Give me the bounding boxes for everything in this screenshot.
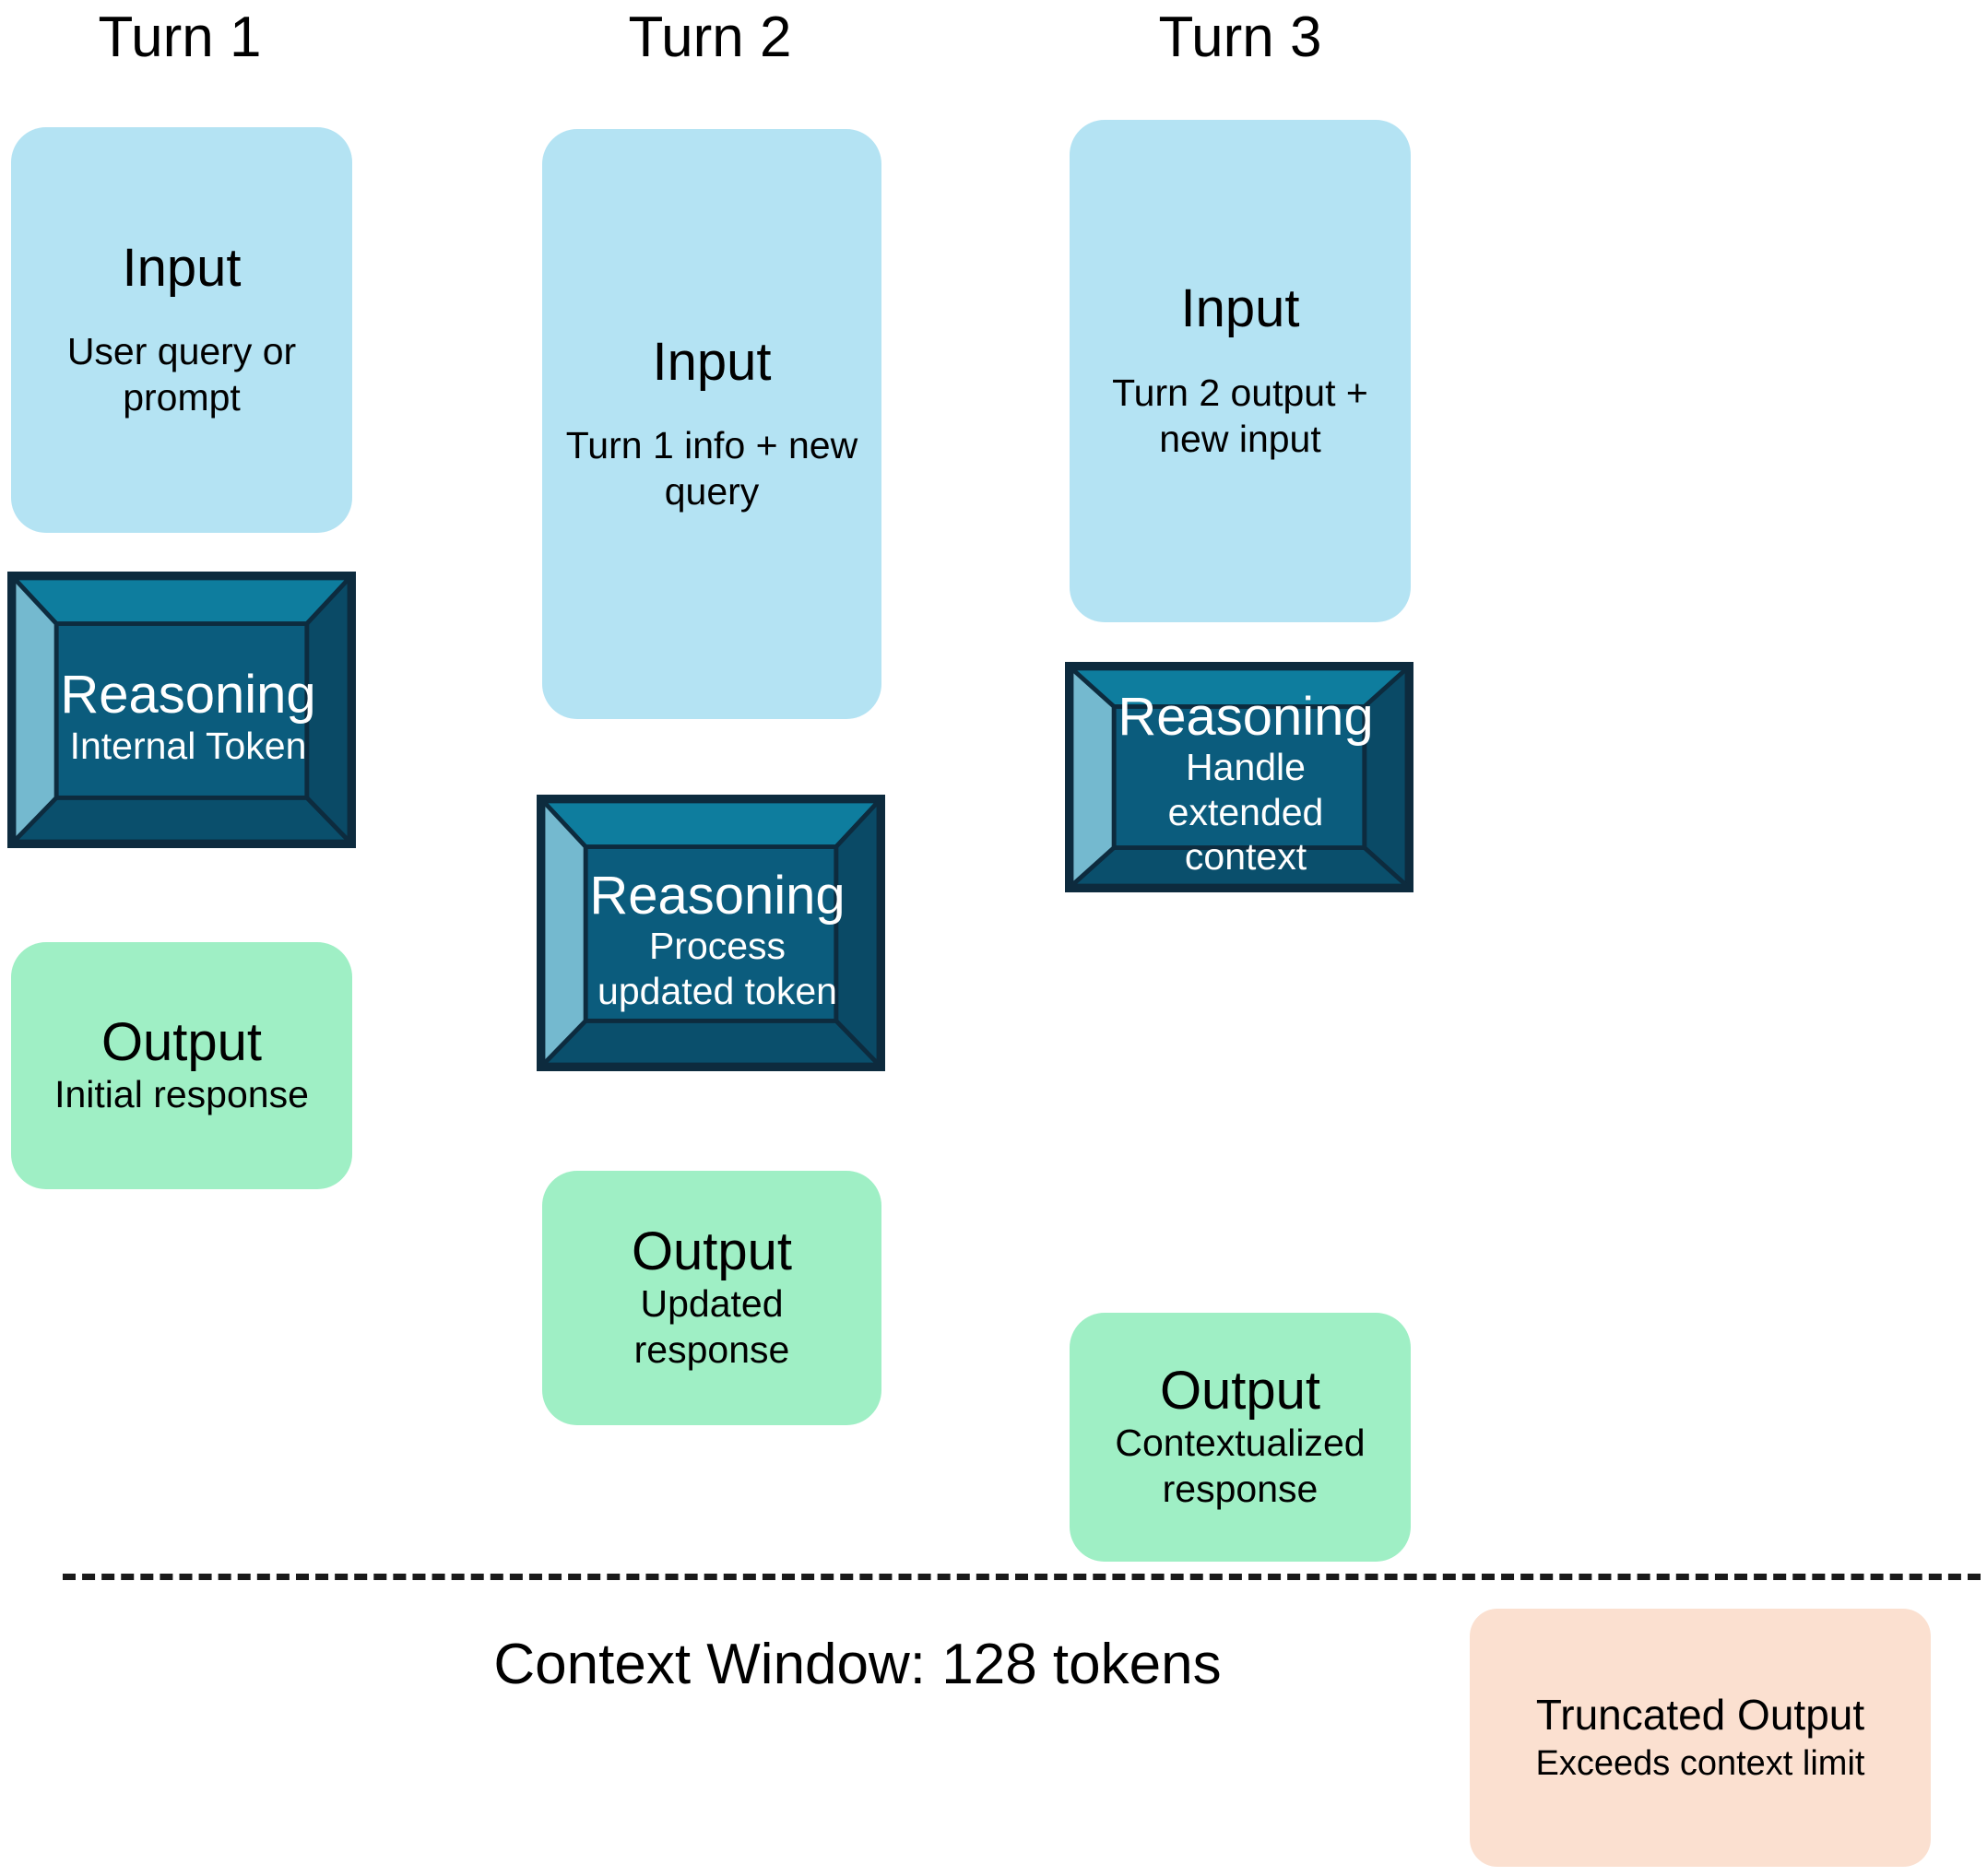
truncated-output-subtitle: Exceeds context limit bbox=[1535, 1744, 1865, 1784]
context-window-divider bbox=[63, 1574, 1981, 1580]
truncated-output-title: Truncated Output bbox=[1535, 1690, 1865, 1739]
turn-3-input-title: Input bbox=[1180, 278, 1300, 339]
turn-3-output-title: Output bbox=[1159, 1360, 1321, 1421]
turn-1-reasoning-box[interactable]: Reasoning Internal Token bbox=[7, 572, 356, 848]
turn-3-output-subtitle: Contextualized response bbox=[1115, 1422, 1366, 1511]
turn-1-output-card[interactable]: Output Initial response bbox=[11, 942, 352, 1189]
reasoning-bevel-frame-icon bbox=[14, 578, 349, 842]
turn-3-output-card[interactable]: Output Contextualized response bbox=[1070, 1313, 1411, 1562]
turn-3-reasoning-subtitle: Handle extended context bbox=[1167, 746, 1324, 878]
turn-3-input-card[interactable]: Input Turn 2 output + new input bbox=[1070, 120, 1411, 622]
turn-3-reasoning-content: Reasoning Handle extended context bbox=[1116, 688, 1376, 878]
turn-2-reasoning-subtitle: Process updated token bbox=[597, 925, 837, 1012]
turn-2-reasoning-content: Reasoning Process updated token bbox=[587, 849, 847, 1032]
turn-3-reasoning-box[interactable]: Reasoning Handle extended context bbox=[1065, 662, 1413, 892]
turn-1-reasoning-subtitle: Internal Token bbox=[69, 724, 307, 767]
turn-3-input-subtitle: Turn 2 output + new input bbox=[1112, 371, 1368, 460]
context-window-caption: Context Window: 128 tokens bbox=[493, 1633, 1222, 1696]
turn-1-input-title: Input bbox=[122, 237, 242, 298]
turn-2-output-card[interactable]: Output Updated response bbox=[542, 1171, 881, 1425]
turn-1-output-title: Output bbox=[101, 1011, 263, 1072]
turn-3-header: Turn 3 bbox=[1158, 6, 1322, 69]
turn-3-truncated-output-card[interactable]: Truncated Output Exceeds context limit bbox=[1470, 1609, 1931, 1867]
turn-2-input-title: Input bbox=[652, 331, 772, 392]
turn-3-reasoning-title: Reasoning bbox=[1118, 686, 1374, 747]
turn-2-input-subtitle: Turn 1 info + new query bbox=[565, 424, 858, 513]
turn-2-header: Turn 2 bbox=[628, 6, 792, 69]
turn-1-reasoning-title: Reasoning bbox=[60, 665, 316, 726]
turn-2-input-card[interactable]: Input Turn 1 info + new query bbox=[542, 129, 881, 719]
turn-1-input-subtitle: User query or prompt bbox=[66, 330, 297, 419]
turn-2-output-title: Output bbox=[631, 1221, 793, 1281]
turn-1-output-subtitle: Initial response bbox=[54, 1073, 309, 1116]
turn-2-reasoning-title: Reasoning bbox=[589, 865, 846, 926]
turn-1-header: Turn 1 bbox=[98, 6, 262, 69]
reasoning-bevel-frame-icon bbox=[1071, 668, 1407, 886]
turn-2-reasoning-box[interactable]: Reasoning Process updated token bbox=[537, 795, 885, 1071]
reasoning-bevel-frame-icon bbox=[543, 801, 879, 1065]
turn-2-output-subtitle: Updated response bbox=[633, 1282, 790, 1372]
turn-1-reasoning-content: Reasoning Internal Token bbox=[58, 626, 318, 808]
turn-1-input-card[interactable]: Input User query or prompt bbox=[11, 127, 352, 533]
